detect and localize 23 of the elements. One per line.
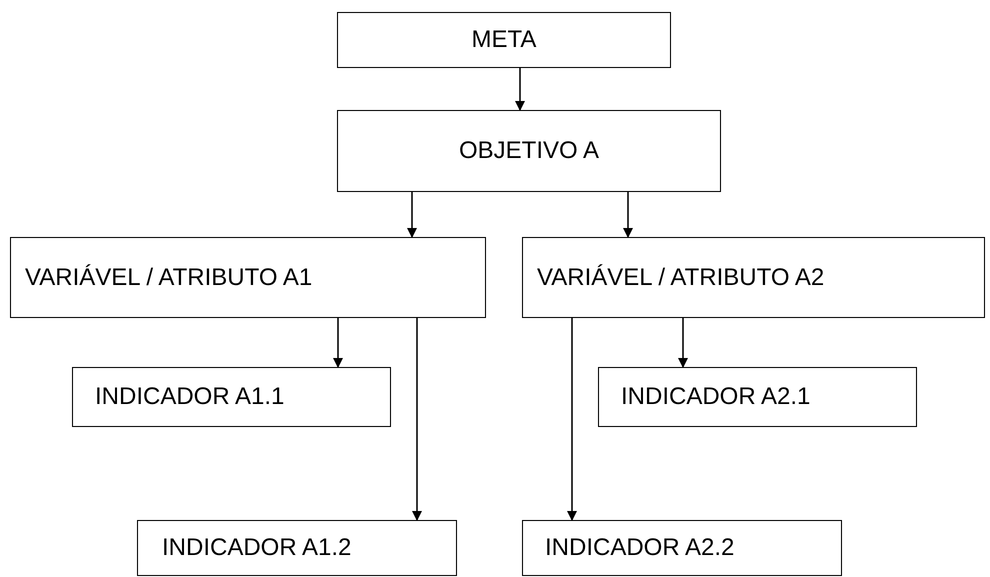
box-label: VARIÁVEL / ATRIBUTO A2 [537, 264, 824, 292]
box-label: VARIÁVEL / ATRIBUTO A1 [25, 264, 312, 292]
arrow [567, 318, 577, 521]
text-box [522, 520, 842, 576]
box-label: OBJETIVO A [458, 137, 600, 165]
arrow [515, 68, 525, 111]
text-box [337, 12, 671, 68]
text-box [522, 237, 985, 318]
box-label: META [472, 26, 536, 54]
arrow [407, 192, 417, 238]
text-box [598, 367, 917, 427]
arrow [623, 192, 633, 238]
arrow [412, 318, 422, 521]
box-label: INDICADOR A2.2 [545, 534, 734, 562]
text-box [137, 520, 457, 576]
arrow [678, 318, 688, 368]
box-label: INDICADOR A2.1 [621, 383, 810, 411]
box-label: INDICADOR A1.2 [162, 534, 352, 562]
text-box [72, 367, 391, 427]
arrow [333, 318, 343, 368]
text-box [10, 237, 486, 318]
text-box [337, 110, 721, 192]
box-label: INDICADOR A1.1 [95, 383, 284, 411]
